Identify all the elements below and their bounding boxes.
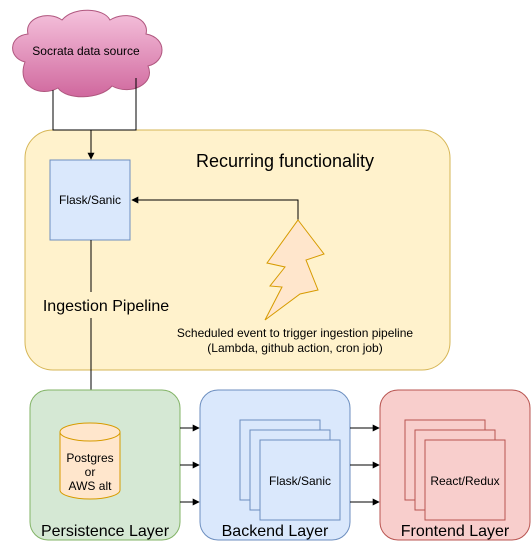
ingestion-pipeline-label: Ingestion Pipeline: [43, 298, 169, 315]
flask-ingestion-box: [49, 159, 131, 241]
frontend-stack-card-3: [424, 439, 506, 521]
database-label-line2: or: [85, 465, 96, 479]
recurring-functionality-container: [24, 129, 451, 371]
backend-stack-card-3: [259, 439, 341, 521]
socrata-cloud-label: Socrata data source: [32, 44, 140, 58]
backend-layer-title: Backend Layer: [222, 523, 329, 540]
scheduled-event-line2: (Lambda, github action, cron job): [207, 341, 382, 355]
database-label-line1: Postgres: [66, 451, 113, 465]
socrata-cloud-shape: [12, 9, 163, 98]
scheduled-event-line1: Scheduled event to trigger ingestion pip…: [177, 326, 413, 340]
flask-ingestion-label: Flask/Sanic: [59, 193, 121, 207]
database-cylinder: [59, 422, 121, 500]
cloud-to-flask-connector: [52, 78, 137, 131]
frontend-layer-title: Frontend Layer: [401, 523, 510, 540]
backend-flask-label: Flask/Sanic: [269, 474, 331, 488]
persistence-layer-title: Persistence Layer: [41, 523, 170, 540]
recurring-functionality-title: Recurring functionality: [196, 151, 374, 171]
database-label-line3: AWS alt: [69, 479, 113, 493]
lightning-to-flask-connector: [131, 196, 299, 220]
lightning-icon: [264, 219, 325, 321]
frontend-react-label: React/Redux: [430, 474, 499, 488]
